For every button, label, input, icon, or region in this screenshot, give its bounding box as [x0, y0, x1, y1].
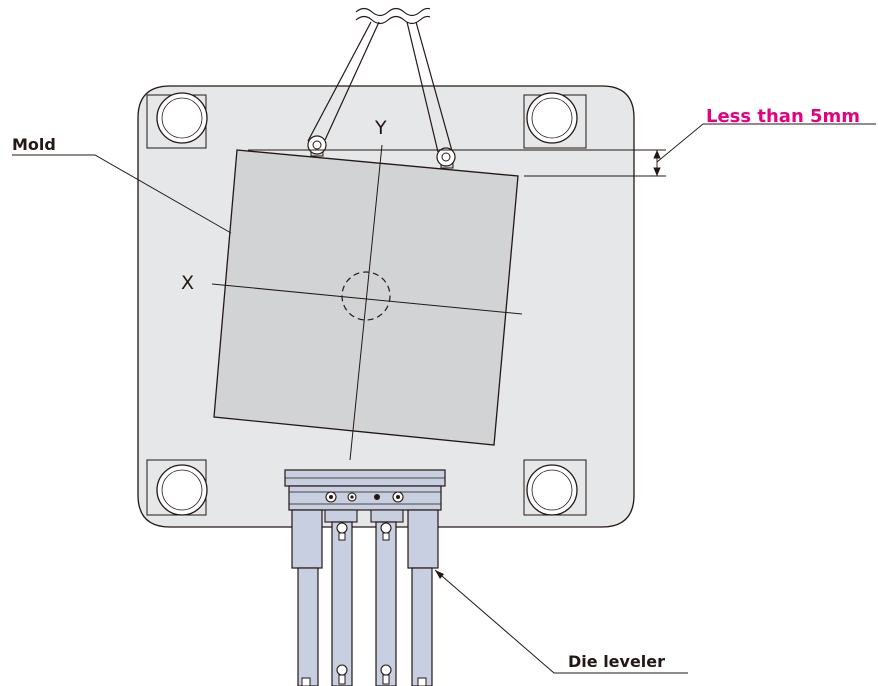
mold-label: Mold — [12, 135, 56, 154]
corner-pocket-top-right — [523, 92, 587, 149]
corner-pocket-top-left — [146, 92, 208, 149]
center-of-gravity-circle — [341, 271, 391, 321]
lifting-slings — [307, 21, 453, 153]
x-axis-label: X — [181, 272, 194, 294]
mold-block — [213, 149, 519, 446]
corner-pocket-bottom-left — [146, 459, 208, 516]
corner-pocket-bottom-right — [523, 459, 587, 516]
die-leveler-leader-line — [434, 569, 688, 674]
x-axis-line — [211, 283, 523, 315]
eye-bolt-right — [436, 147, 456, 169]
die-leveler-label: Die leveler — [568, 652, 665, 671]
mold-leader-line — [12, 154, 232, 234]
die-leveler-leader-arrow — [435, 570, 444, 579]
sling-break-mark — [355, 7, 431, 25]
die-leveler — [284, 469, 446, 686]
tolerance-label: Less than 5mm — [706, 106, 860, 127]
tolerance-dimension — [248, 123, 704, 177]
eye-bolt-left — [307, 135, 327, 157]
y-axis-label: Y — [374, 117, 387, 139]
y-axis-line — [349, 144, 383, 461]
